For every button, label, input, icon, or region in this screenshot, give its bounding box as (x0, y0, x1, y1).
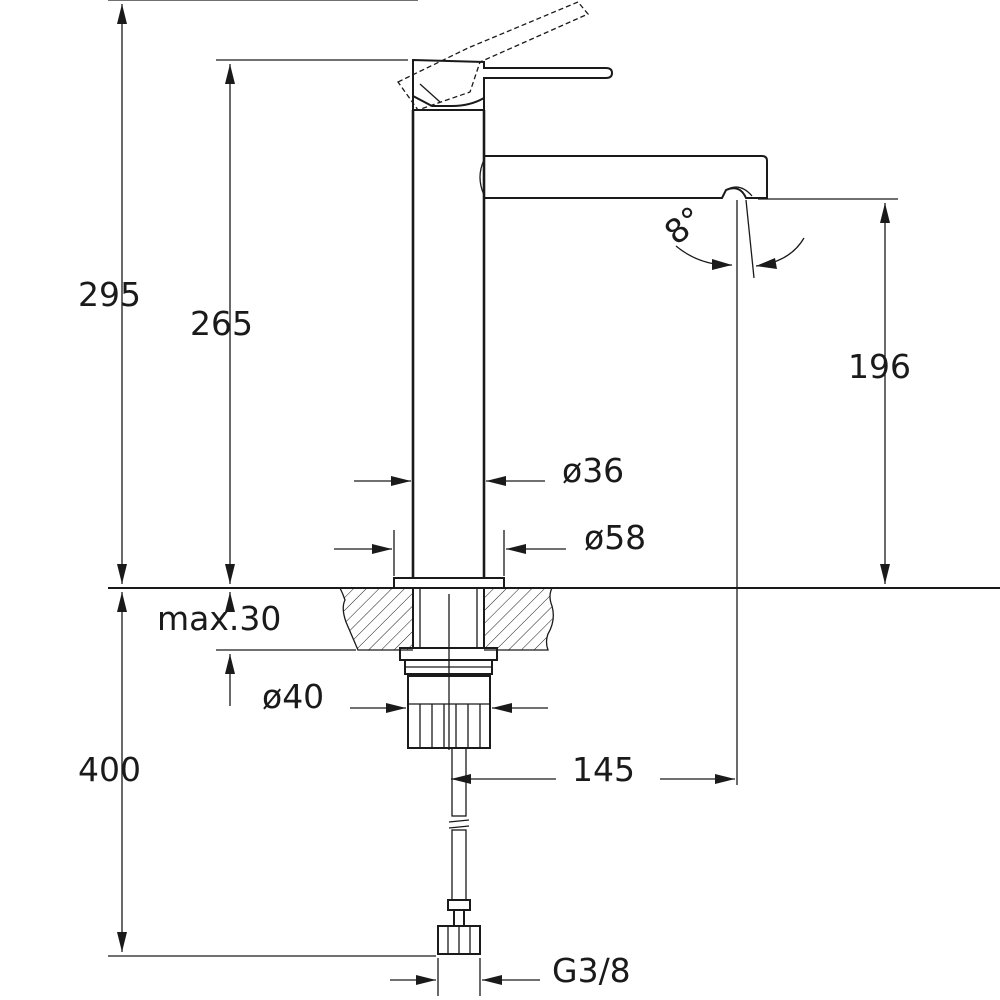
dim-outlet-angle: 8° (657, 198, 805, 279)
dim-body-height: 265 (190, 59, 408, 584)
countertop (108, 587, 1000, 651)
faucet-body (393, 109, 505, 589)
lever-handle (397, 1, 614, 111)
dim-connection-thread: G3/8 (390, 951, 631, 996)
dim-nut-diameter: ø40 (262, 677, 548, 716)
dim-hose-length-label: 400 (78, 750, 141, 789)
dim-spout-clearance: 196 (758, 198, 911, 584)
dim-counter-thickness-label: max.30 (157, 599, 281, 638)
dim-body-diameter-label: ø36 (562, 451, 624, 490)
dim-total-height-label: 295 (78, 275, 141, 314)
dim-spout-reach-label: 145 (572, 750, 635, 789)
dim-base-diameter-label: ø58 (584, 518, 646, 557)
dim-connection-thread-label: G3/8 (552, 951, 631, 990)
dim-spout-reach: 145 (451, 750, 735, 789)
dim-spout-clearance-label: 196 (848, 347, 911, 386)
dim-outlet-angle-label: 8° (657, 198, 711, 252)
dim-hose-length: 400 (78, 592, 436, 957)
dim-counter-thickness: max.30 (157, 592, 356, 706)
dim-body-diameter: ø36 (354, 451, 624, 490)
spout (479, 155, 768, 199)
dim-total-height: 295 (78, 0, 418, 584)
dim-body-height-label: 265 (190, 304, 253, 343)
dim-nut-diameter-label: ø40 (262, 677, 324, 716)
dim-base-diameter: ø58 (334, 518, 646, 576)
